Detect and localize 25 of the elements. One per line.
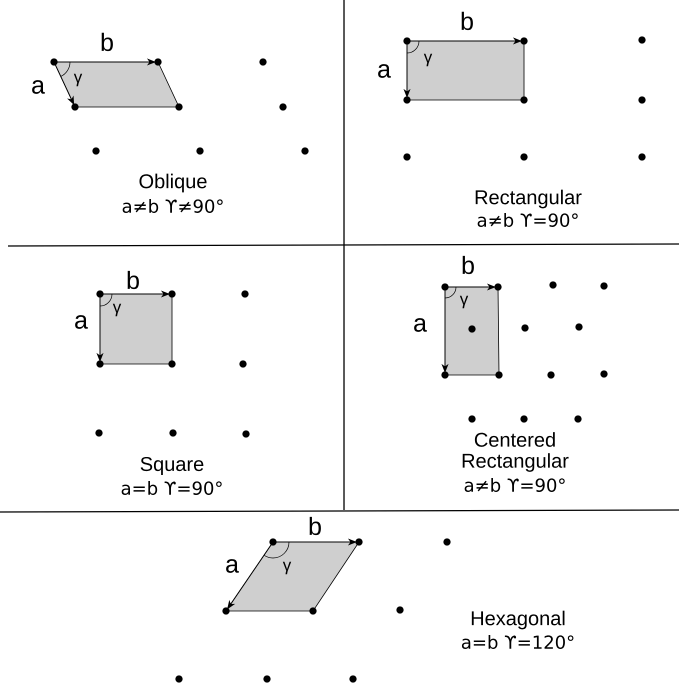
angle-label: γ bbox=[74, 74, 82, 86]
lattice-name: Square bbox=[140, 456, 204, 476]
vector-label: a bbox=[378, 64, 391, 78]
vector-label: b bbox=[102, 32, 113, 52]
lattice-name: Rectangular bbox=[476, 190, 582, 208]
vector-label: a bbox=[226, 559, 239, 573]
angle-label: γ bbox=[424, 54, 432, 66]
vector-label: b bbox=[462, 256, 474, 274]
lattice-condition: a≠b ϒ≠90° bbox=[122, 199, 223, 213]
lattice-name: Centered Rectangular bbox=[462, 432, 569, 472]
vector-label: b bbox=[310, 516, 321, 536]
vector-label: b bbox=[128, 270, 139, 290]
vector-label: b bbox=[462, 12, 473, 30]
angle-label: γ bbox=[112, 304, 122, 316]
angle-label: γ bbox=[282, 562, 292, 574]
vector-label: a bbox=[75, 315, 88, 329]
lattice-condition: a=b ϒ=120° bbox=[462, 635, 574, 649]
lattice-name: Oblique bbox=[139, 174, 207, 192]
vector-label: a bbox=[32, 80, 45, 94]
lattice-condition: a≠b ϒ=90° bbox=[464, 478, 565, 492]
lattice-name: Hexagonal bbox=[472, 610, 564, 630]
lattice-condition: a≠b ϒ=90° bbox=[478, 213, 578, 227]
angle-label: γ bbox=[460, 296, 468, 308]
lattice-condition: a=b ϒ=90° bbox=[122, 481, 222, 495]
vector-label: a bbox=[414, 318, 427, 332]
